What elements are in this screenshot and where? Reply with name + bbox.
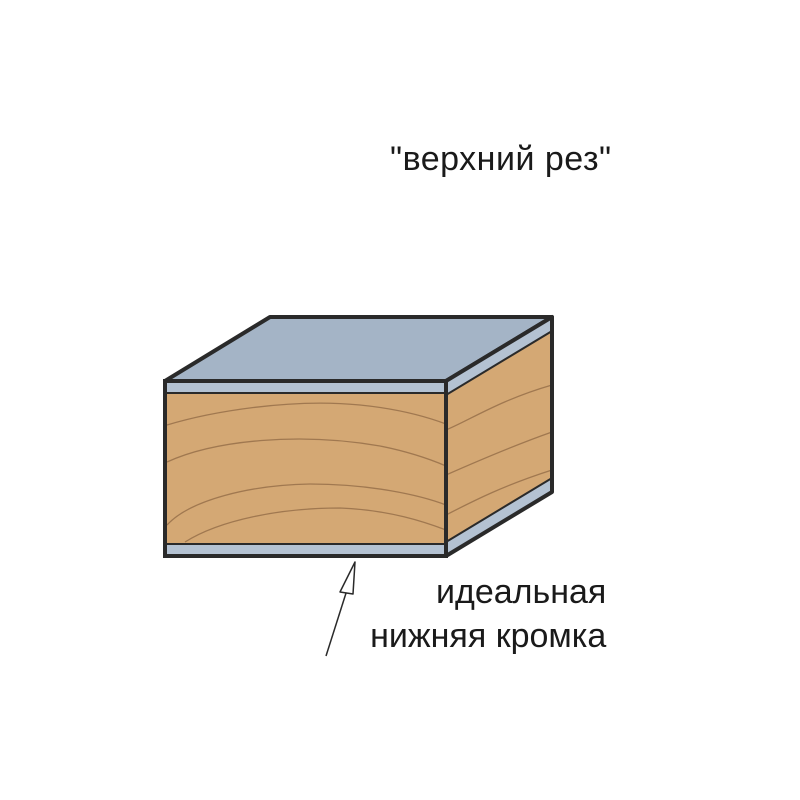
right-face-grain: [445, 384, 553, 516]
bottom-edge-label: идеальная нижняя кромка: [356, 570, 606, 658]
front-face-outline: [163, 379, 448, 558]
front-face: [165, 381, 446, 556]
bottom-edge-label-line2: нижняя кромка: [370, 617, 607, 655]
top-cut-label: "верхний рез": [390, 140, 612, 178]
bottom-edge-label-line1: идеальная: [436, 573, 607, 611]
bottom-edge-pointer-arrow: [325, 561, 356, 657]
front-face-grain: [166, 402, 447, 543]
right-face-outline: [444, 315, 554, 558]
